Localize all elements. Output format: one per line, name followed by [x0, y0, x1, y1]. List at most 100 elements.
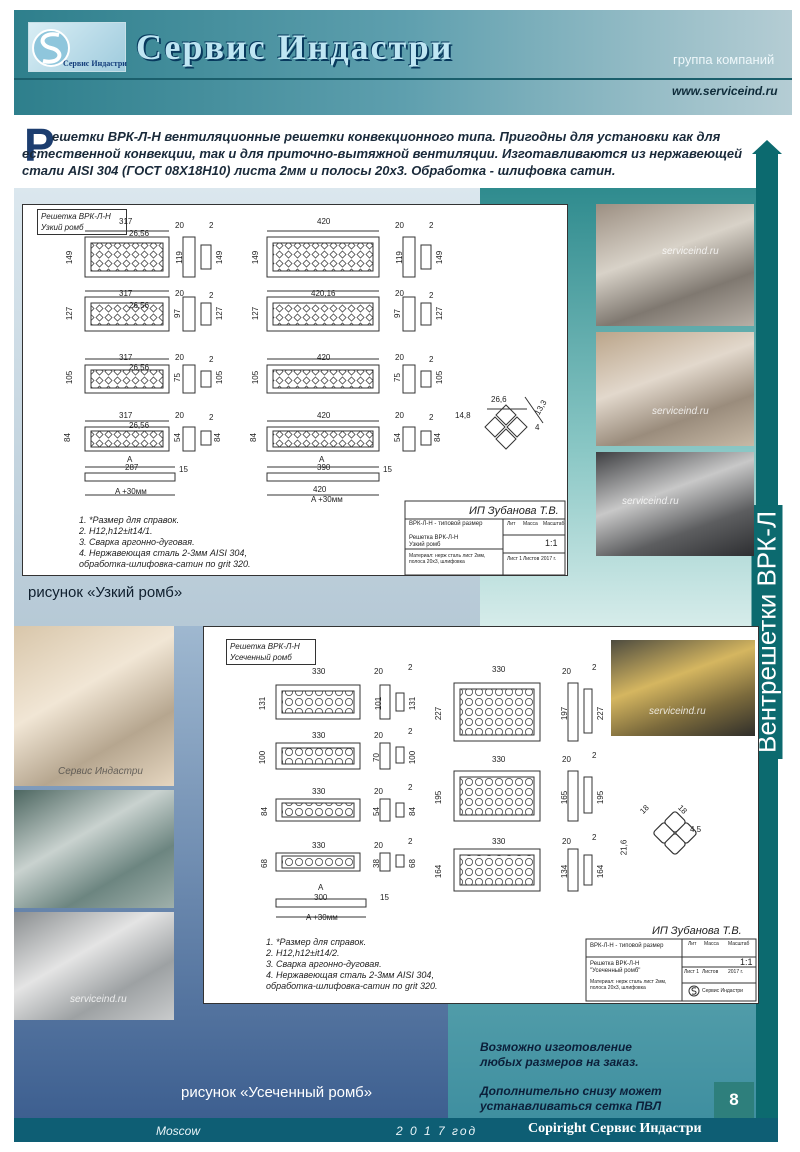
dim-frame-r2: 20: [395, 289, 404, 298]
title-block-doc: ВРК-Л-Н - типовой размер: [409, 521, 483, 527]
dim-frame-r1: 20: [562, 667, 571, 676]
dim-frame-r1: 20: [395, 221, 404, 230]
dim-inner-3: 54: [371, 807, 381, 816]
dim-frame-r3: 20: [562, 837, 571, 846]
company-mini-logo-icon: [688, 985, 700, 997]
dim-bottom-a: A: [127, 455, 133, 464]
drawing-title-line2: Усеченный ромб: [230, 653, 292, 662]
dim-width-r3: 330: [492, 837, 506, 846]
dim-frame-r2: 20: [562, 755, 571, 764]
note-5: обработка-шлифовка-сатин по grit 320.: [79, 559, 251, 569]
dim-inner-1: 119: [174, 251, 184, 264]
title-block-scale-header: Масштаб: [728, 941, 750, 947]
dim-bottom-420: 420: [313, 485, 327, 494]
title-block-lit: Лит: [688, 941, 697, 947]
dim-pattern-3: 4,5: [690, 825, 702, 834]
dim-frame-4: 20: [374, 841, 383, 850]
title-block-doc: ВРК-Л-Н - типовой размер: [590, 943, 664, 949]
dim-height-4: 84: [62, 433, 72, 442]
drawing-title-line2: Узкий ромб: [41, 223, 84, 232]
dim-height-r2: 127: [251, 306, 261, 321]
dim-side-r1: 149: [435, 250, 445, 265]
dim-side-r2: 195: [596, 790, 606, 805]
drawing-views: [275, 682, 757, 1002]
note-2: 2. Н12,h12±it14/1.: [79, 526, 153, 536]
dim-inner-2: 70: [371, 753, 381, 762]
watermark: serviceind.ru: [652, 406, 709, 417]
dim-inner-1: 101: [374, 696, 384, 711]
dim-height-r1: 227: [434, 706, 444, 721]
dim-thick-2: 2: [408, 727, 413, 736]
dim-inner-r1: 197: [560, 706, 570, 721]
dim-height-r3: 164: [434, 864, 444, 879]
dim-side-3: 84: [407, 807, 417, 816]
dim-inner-r3: 134: [560, 864, 570, 879]
dim-pattern-2: 14,8: [455, 411, 471, 420]
website-link[interactable]: www.serviceind.ru: [672, 84, 778, 98]
dim-side-r3: 105: [435, 370, 445, 385]
product-photo-4: Сервис Индастри: [14, 626, 174, 786]
title-block-year: 2017 г.: [728, 969, 744, 975]
dim-bottom-15: 15: [179, 465, 188, 474]
company-group-label: группа компаний: [673, 52, 775, 67]
note-1: 1. *Размер для справок.: [79, 515, 180, 525]
dim-side-r1: 227: [596, 706, 606, 721]
dim-right-width-r3: 420: [317, 353, 331, 362]
caption-narrow-rhombus: рисунок «Узкий ромб»: [28, 584, 183, 601]
dim-width-2: 330: [312, 731, 326, 740]
dim-width-r1: 330: [492, 665, 506, 674]
dim-thick-r3: 2: [592, 833, 597, 842]
dim-thick-r1: 2: [592, 663, 597, 672]
title-block-year: 2017 г.: [541, 556, 557, 562]
dim-thick-1: 2: [408, 663, 413, 672]
title-block-author: ИП Зубанова Т.В.: [469, 505, 559, 517]
product-photo-2: serviceind.ru: [596, 332, 754, 446]
drawing-notes: 1. *Размер для справок. 2. Н12,h12±it14/…: [266, 937, 437, 992]
watermark: serviceind.ru: [649, 706, 706, 717]
dim-width-3: 330: [312, 787, 326, 796]
footer-copyright: Copiright Сервис Индастри: [528, 1121, 702, 1136]
dim-side-1: 149: [215, 250, 225, 265]
title-block-sheets: Листов: [702, 969, 719, 975]
dim-left-width: 317: [119, 217, 133, 226]
dim-inner-4: 38: [371, 859, 381, 868]
dim-left-width2-r3: 26,56: [129, 363, 150, 372]
dim-bottom-15: 15: [380, 893, 389, 902]
dim-thick-r2: 2: [592, 751, 597, 760]
title-block-name1: Решетка ВРК-Л-Н: [409, 535, 459, 541]
title-block-sheet: Лист 1: [684, 969, 700, 975]
dim-height-1: 149: [65, 250, 75, 265]
dim-side-3: 105: [215, 370, 225, 385]
header-divider: [14, 78, 792, 80]
dim-frame-2: 20: [175, 289, 184, 298]
dim-inner-r3: 75: [392, 373, 402, 382]
dim-bottom-a30-r: A +30мм: [311, 495, 343, 504]
drawing-views: [84, 230, 566, 576]
caption-truncated-rhombus: рисунок «Усеченный ромб»: [181, 1084, 373, 1101]
logo-text: Сервис Индастри: [63, 59, 127, 68]
side-arrow-icon: [752, 140, 782, 154]
title-block-scale: 1:1: [740, 957, 753, 967]
dim-bottom-300: 300: [314, 893, 328, 902]
dim-height-1: 131: [258, 696, 268, 711]
title-block-name2: Узкий ромб: [409, 542, 441, 548]
product-photo-1: serviceind.ru: [596, 204, 754, 326]
watermark: serviceind.ru: [70, 994, 127, 1005]
product-photo-gold: serviceind.ru: [611, 640, 755, 736]
drawing-title: Решетка ВРК-Л-Н Усеченный ромб: [226, 639, 316, 665]
title-block-sheets: Листов: [523, 556, 540, 562]
footer-year: 2 0 1 7 год: [396, 1124, 478, 1138]
dim-left-width-r2: 317: [119, 289, 133, 298]
company-logo: Сервис Индастри: [28, 22, 127, 72]
dim-thick-2: 2: [209, 291, 214, 300]
dim-side-4: 84: [212, 433, 222, 442]
dim-bottom-left: 287: [125, 463, 139, 472]
dim-side-2: 127: [215, 306, 225, 321]
dim-frame-r4: 20: [395, 411, 404, 420]
drawing-title: Решетка ВРК-Л-Н Узкий ромб: [37, 209, 127, 235]
dim-pattern-1: 26,6: [491, 395, 507, 404]
watermark: serviceind.ru: [662, 246, 719, 257]
dim-right-width-r4: 420: [317, 411, 331, 420]
dim-bottom-a: A: [318, 883, 324, 892]
dim-inner-r2: 165: [560, 790, 570, 805]
